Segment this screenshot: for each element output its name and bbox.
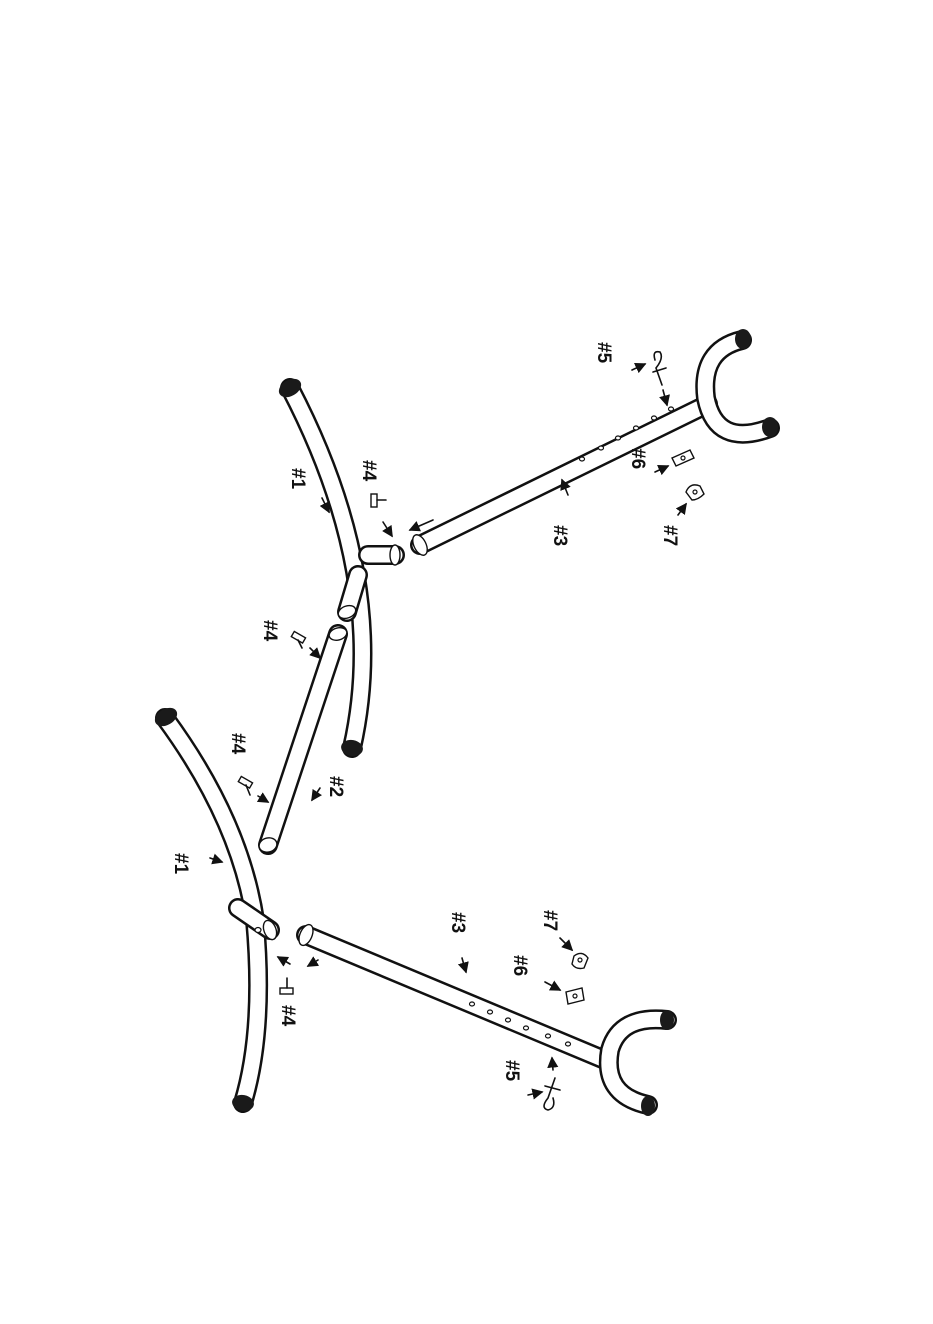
knob-part <box>371 494 386 507</box>
label-part-2: #2 <box>325 776 346 797</box>
label-part-7-upper: #7 <box>659 525 680 546</box>
connecting-tube <box>257 626 348 854</box>
hook-part <box>544 1078 560 1110</box>
handle-end-cap <box>660 1010 674 1030</box>
lower-straight-tube <box>296 923 605 1060</box>
label-part-6-upper: #6 <box>627 448 648 469</box>
nut-part <box>566 988 584 1004</box>
knob-part <box>291 631 305 648</box>
handle-end-cap <box>641 1096 655 1116</box>
upper-u-handle <box>705 329 778 437</box>
label-part-4-left: #4 <box>227 733 248 755</box>
handle-end-cap <box>762 417 778 437</box>
label-part-6-lower: #6 <box>509 955 530 976</box>
label-part-4-upper: #4 <box>358 460 379 482</box>
label-part-7-lower: #7 <box>539 910 560 931</box>
label-part-3-upper: #3 <box>549 525 570 546</box>
knob-part <box>280 978 293 994</box>
label-part-1-upper: #1 <box>287 468 308 490</box>
handle-end-cap <box>735 329 751 349</box>
nut-part <box>672 450 694 466</box>
wing-nut-part <box>686 485 704 500</box>
label-part-5-upper: #5 <box>593 342 614 364</box>
wing-nut-part <box>572 953 588 968</box>
label-part-4-middle: #4 <box>259 620 280 642</box>
lower-curved-tube <box>152 704 279 1113</box>
hook-part <box>653 352 666 385</box>
label-part-3-lower: #3 <box>447 912 468 933</box>
label-part-5-lower: #5 <box>501 1060 522 1082</box>
lower-u-handle <box>609 1010 674 1116</box>
label-part-4-lower: #4 <box>277 1005 298 1027</box>
upper-curved-tube <box>276 375 400 758</box>
knob-part <box>238 776 252 795</box>
label-part-1-lower: #1 <box>170 853 191 875</box>
